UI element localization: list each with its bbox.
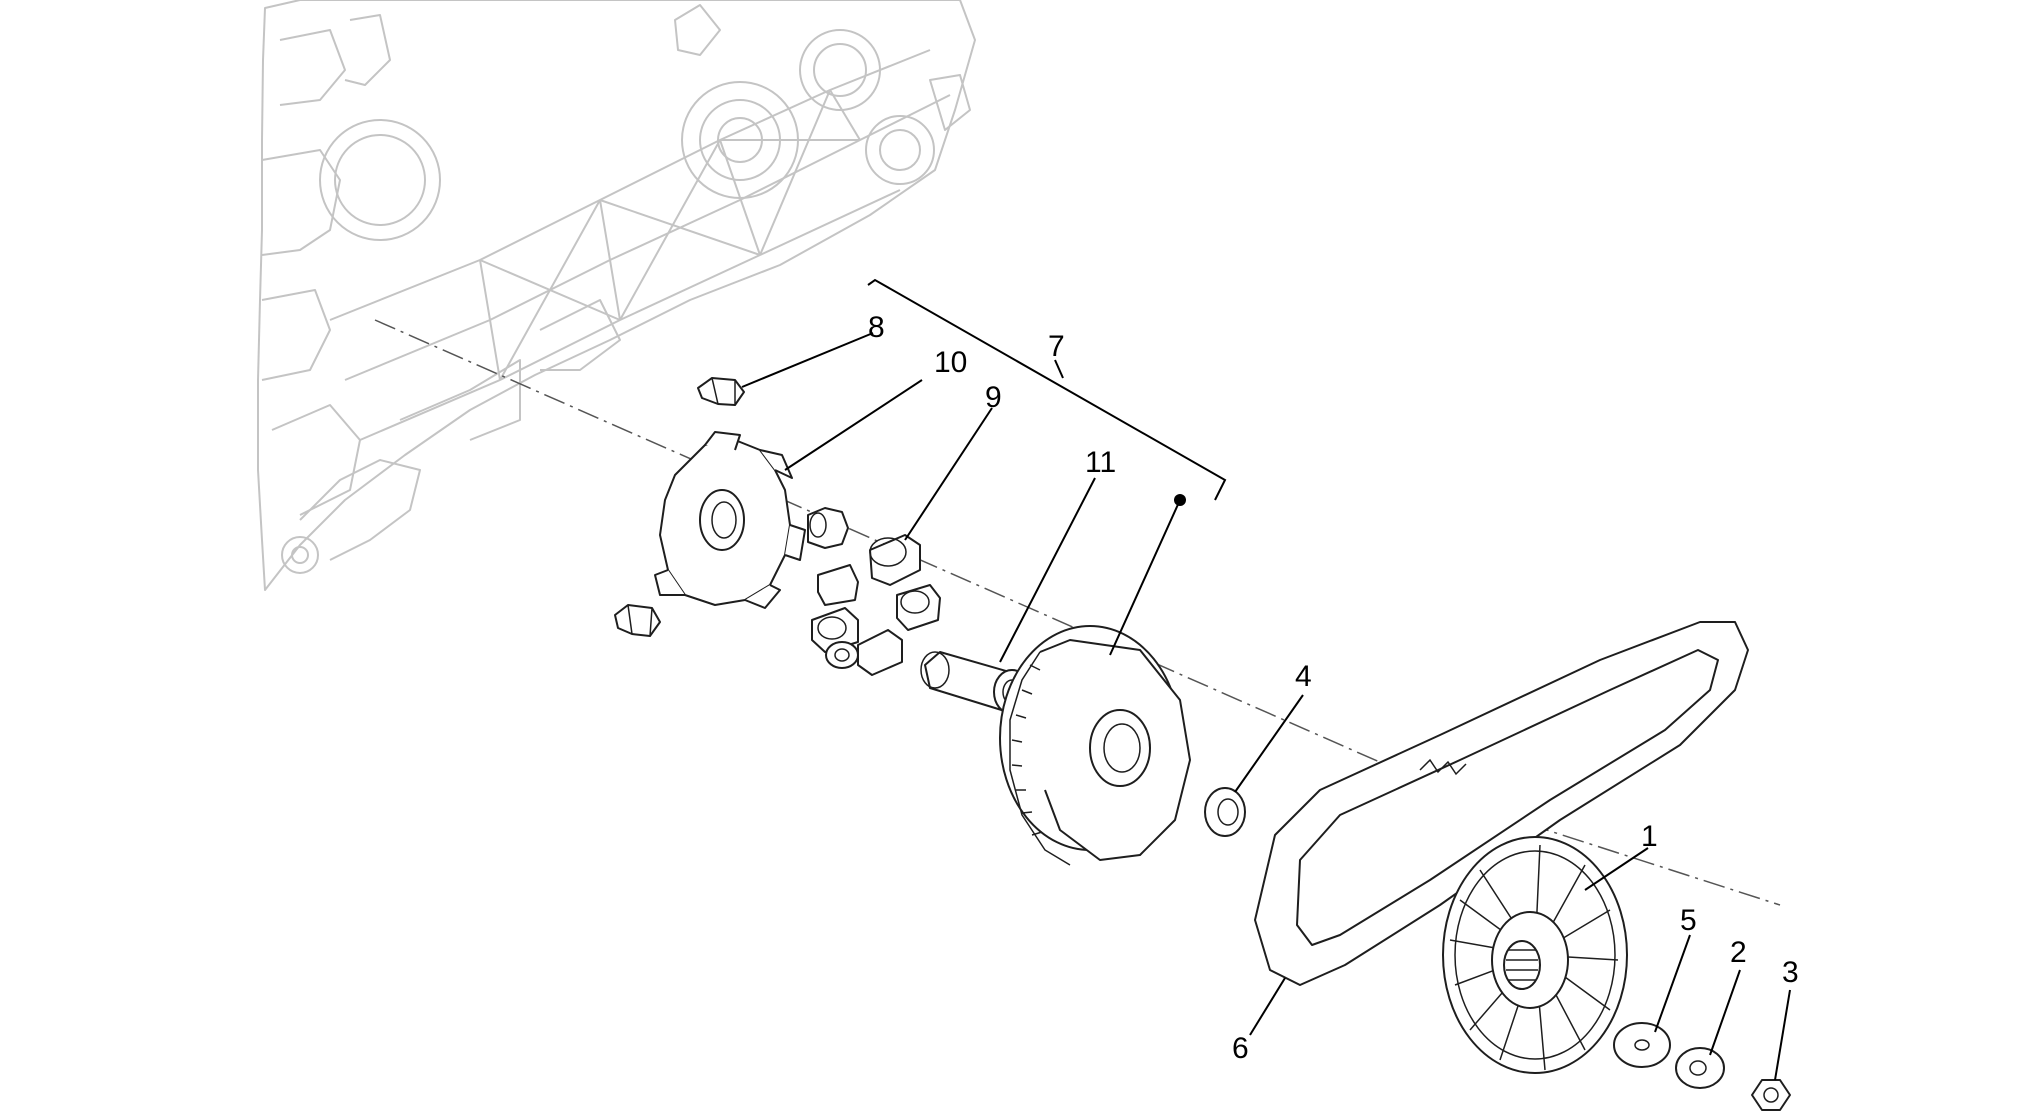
leader-4 [1234,694,1304,793]
callout-4: 4 [1295,660,1312,693]
callout-9: 9 [985,381,1002,414]
callout-5: 5 [1680,904,1697,937]
leader-3 [1774,989,1791,1081]
leader-8 [741,332,874,388]
leader-11 [999,477,1096,663]
movable-pulley-half [999,625,1191,866]
part-9-roller-f [857,629,903,676]
part-9-roller-b [869,534,921,586]
part-9-roller-e [811,607,859,653]
part-8-slider-lower [614,604,661,637]
part-5-flat-washer [1613,1022,1671,1068]
part-1-fixed-pulley-fan [1442,836,1628,1074]
part-4-washer [1204,787,1246,837]
crankcase-housing [257,0,976,591]
callout-11: 11 [1085,446,1116,479]
leader-2 [1709,969,1741,1056]
part-2-spring-washer [1675,1047,1725,1089]
leader-7-pulley [1109,499,1181,656]
part-3-nut [1751,1079,1791,1111]
leader-1 [1584,847,1649,891]
part-9-roller-c [896,584,941,631]
callout-8: 8 [868,311,885,344]
part-10-ramp-plate [654,431,806,609]
part-9-roller-d [817,564,859,606]
part-9-roller-g [825,641,859,669]
part-8-slider-upper [697,377,745,406]
leader-lines [741,332,1791,1081]
part-6-drive-belt [1254,621,1749,986]
leader-10 [784,379,923,471]
callout-6: 6 [1232,1032,1249,1065]
part-9-roller-a [807,507,849,549]
callout-10: 10 [934,346,967,379]
callout-1: 1 [1641,820,1658,853]
callout-labels: 8 10 7 9 11 4 1 5 2 3 6 [868,311,1799,1065]
callout-7: 7 [1048,330,1065,363]
callout-2: 2 [1730,936,1747,969]
callout-3: 3 [1782,956,1799,989]
leader-5 [1654,934,1691,1033]
assembly-7-bracket [867,278,1227,506]
leader-6 [1249,977,1286,1036]
leader-9 [904,407,993,541]
